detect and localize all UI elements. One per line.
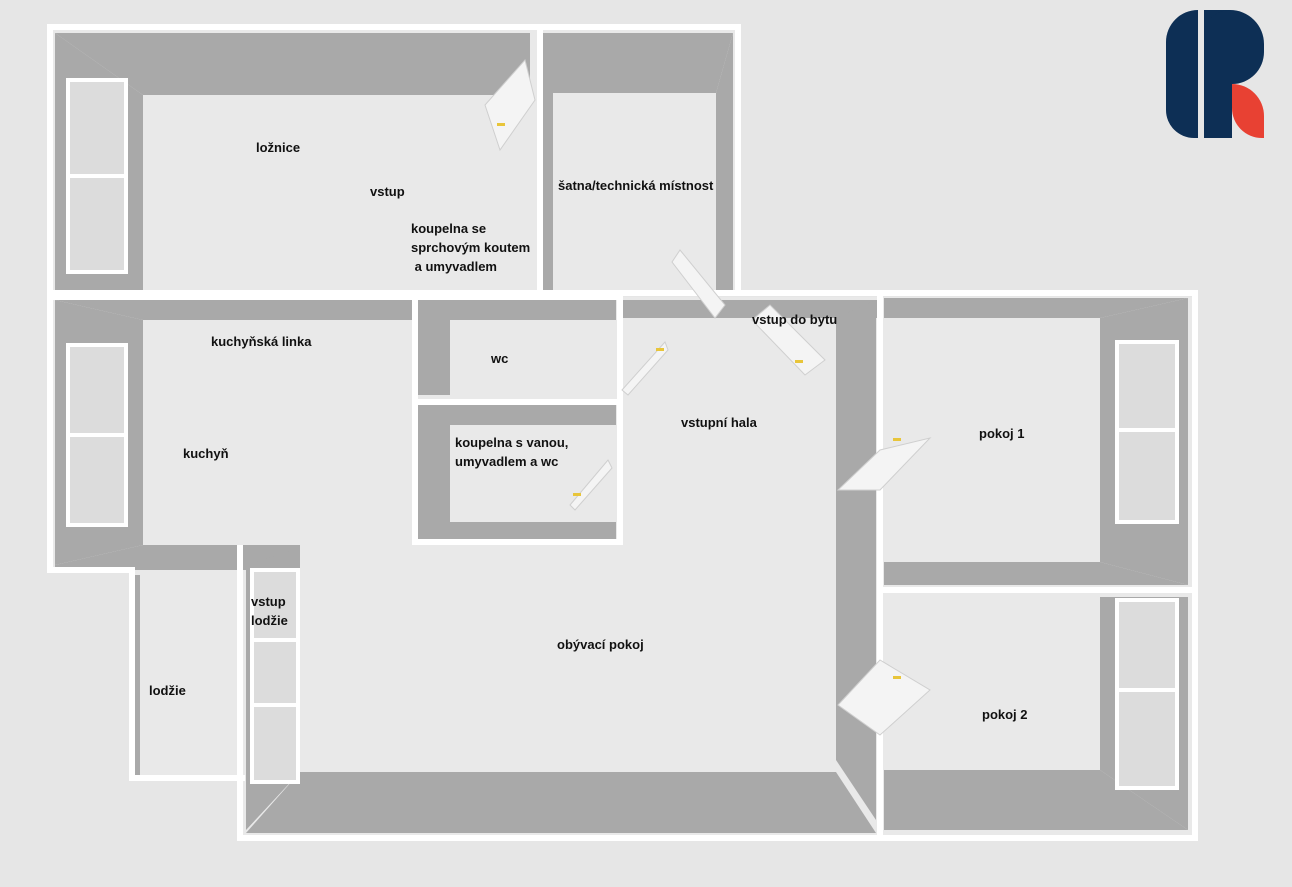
room-label-koupelna-vana: koupelna s vanou, umyvadlem a wc xyxy=(455,435,569,469)
room-label-wc: wc xyxy=(491,351,509,366)
room-label-vstup-do-bytu: vstup do bytu xyxy=(752,312,838,327)
walls xyxy=(47,24,1198,841)
room-label-lodzie: lodžie xyxy=(149,683,186,698)
door-handles xyxy=(497,123,901,679)
doors xyxy=(484,58,932,736)
brand-logo xyxy=(1166,10,1264,138)
room-label-loznice: ložnice xyxy=(256,140,301,155)
room-label-pokoj-1: pokoj 1 xyxy=(979,426,1025,441)
room-label-vstupni-hala: vstupní hala xyxy=(681,415,757,430)
room-label-vstup-lodzie: vstup lodžie xyxy=(251,594,288,628)
windows xyxy=(66,78,1179,790)
room-label-koupelna-sprcha: koupelna se sprchovým koutem a umyvadlem xyxy=(411,221,531,274)
room-label-obyvaci-pokoj: obývací pokoj xyxy=(557,637,644,652)
room-label-kuchyn: kuchyň xyxy=(183,446,229,461)
room-label-kuchynska-linka: kuchyňská linka xyxy=(211,334,312,349)
room-label-satna: šatna/technická místnost xyxy=(558,178,714,193)
room-label-pokoj-2: pokoj 2 xyxy=(982,707,1028,722)
room-label-vstup: vstup xyxy=(370,184,405,199)
